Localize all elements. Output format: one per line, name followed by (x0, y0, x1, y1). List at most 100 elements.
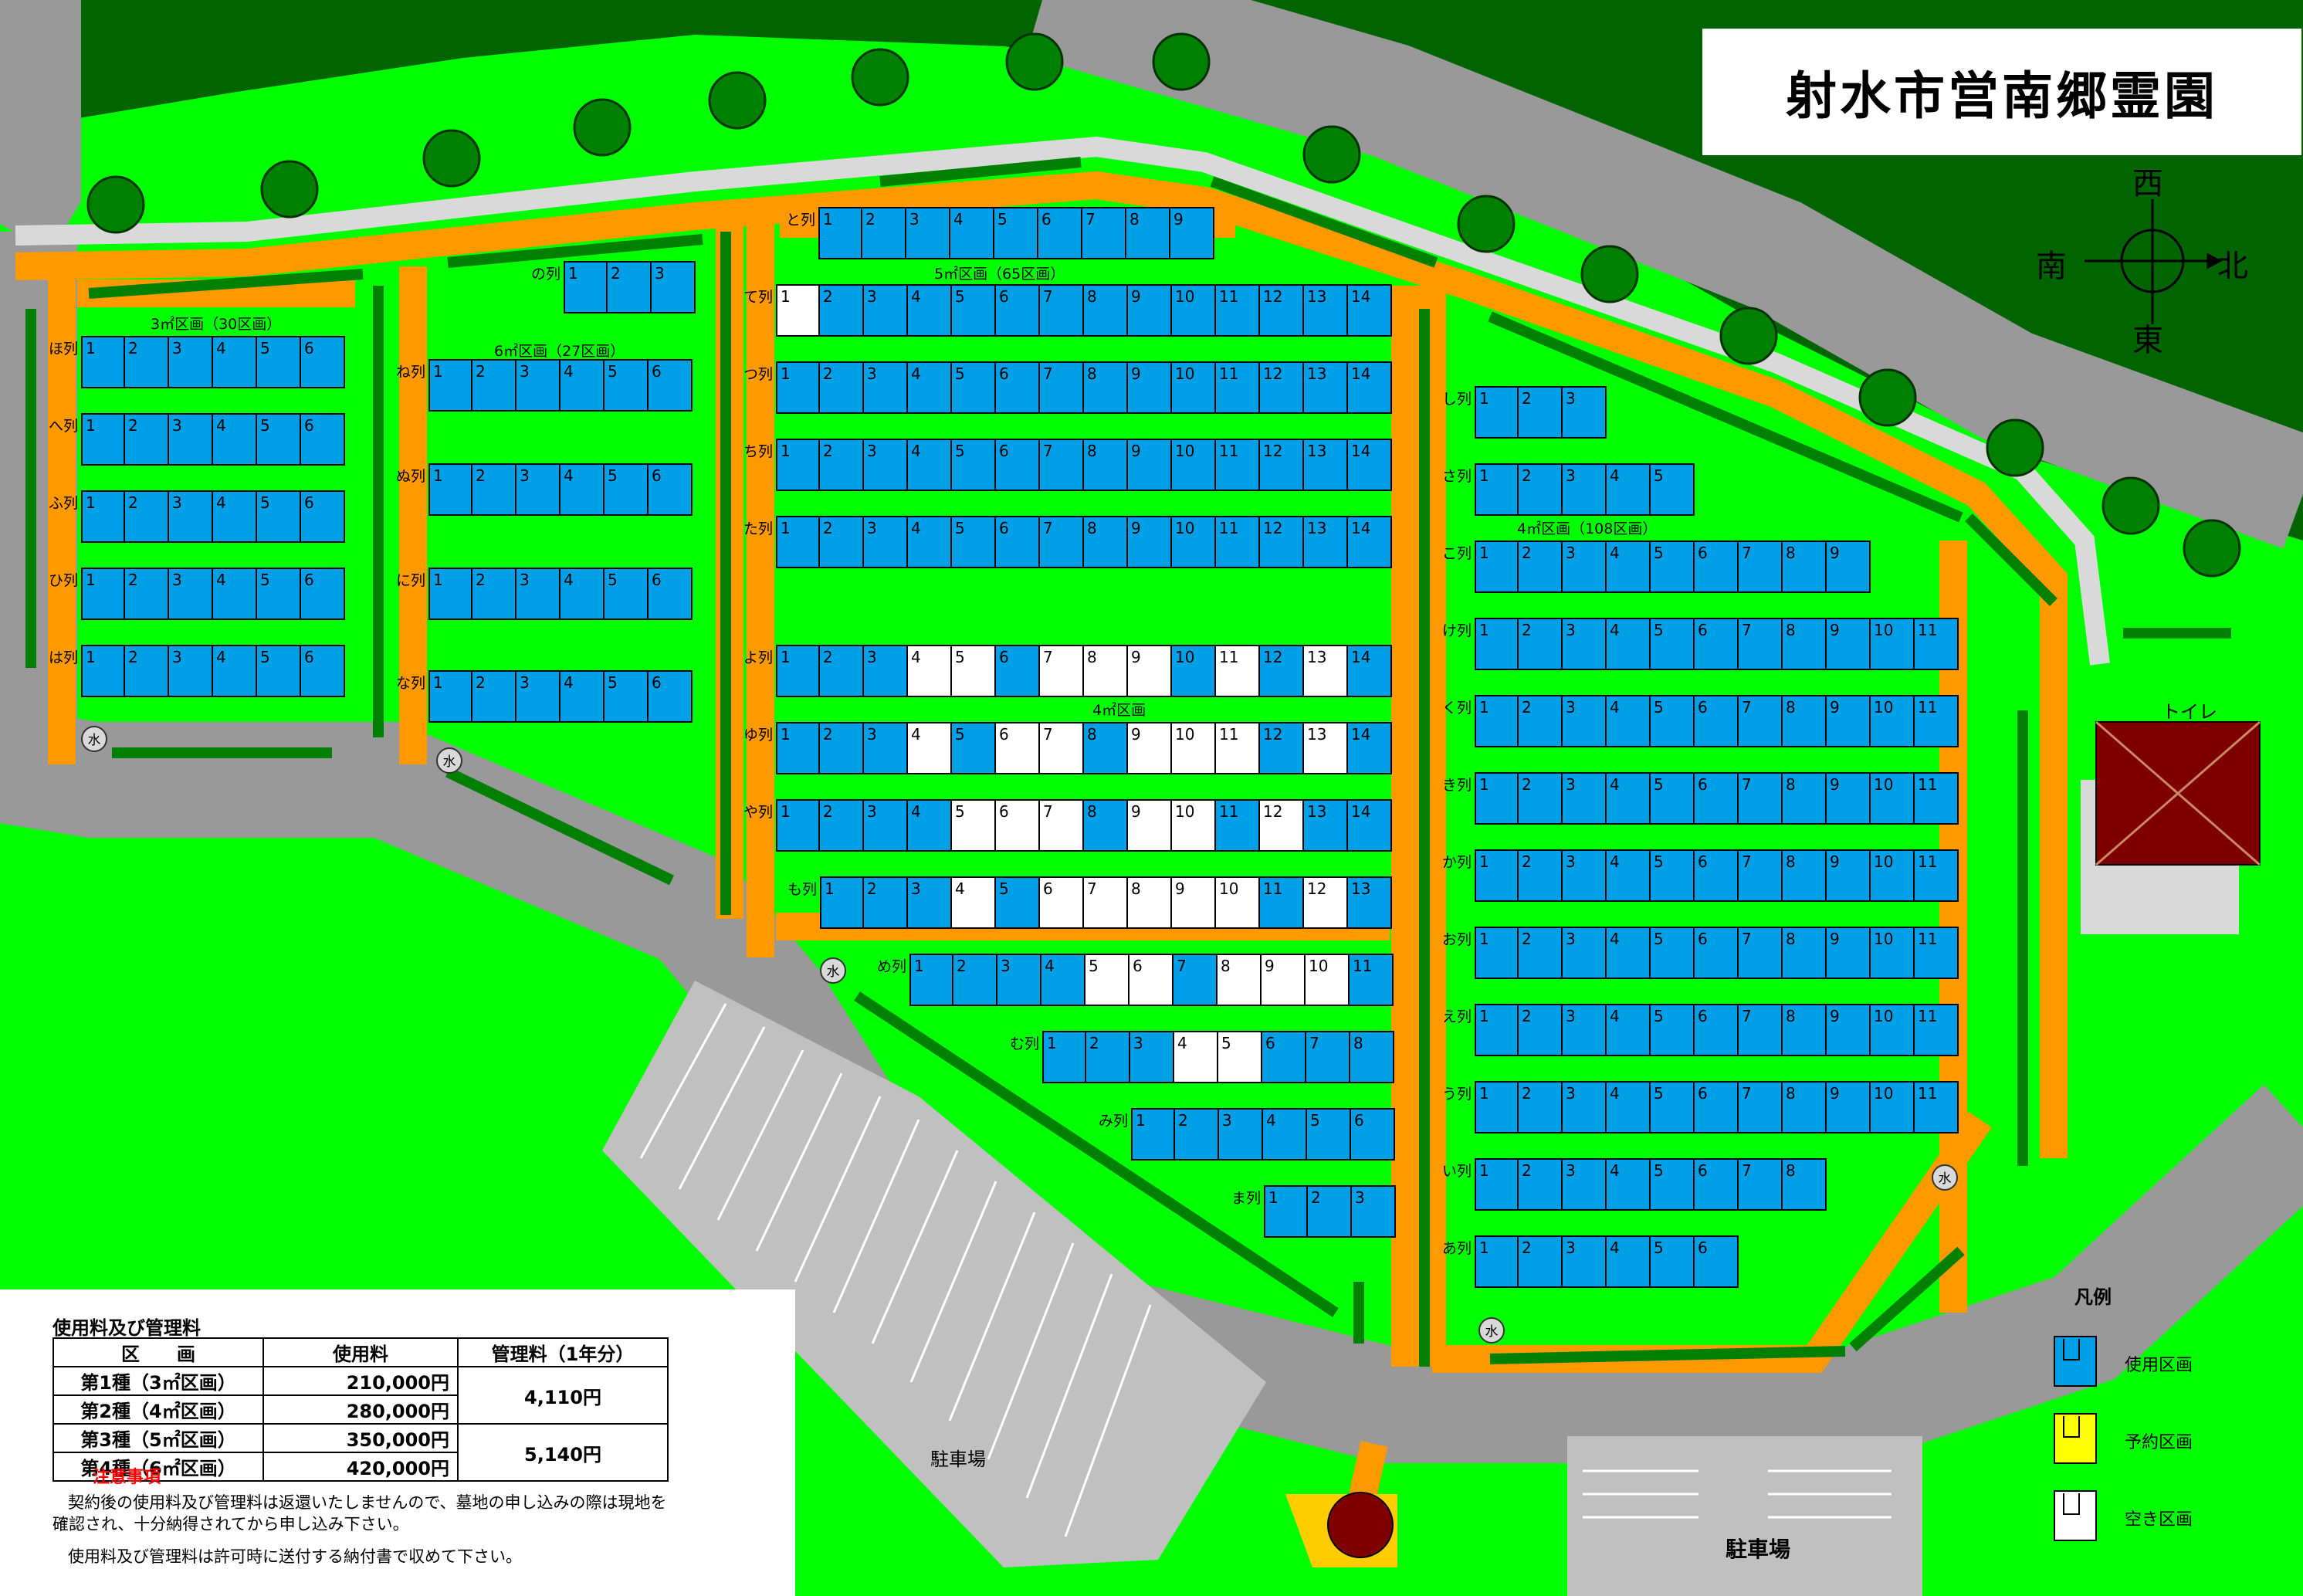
plot-used[interactable]: 1 (1042, 1031, 1086, 1083)
plot-used[interactable]: 4 (213, 413, 257, 466)
plot-used[interactable]: 9 (1827, 927, 1871, 979)
plot-used[interactable]: 5 (1307, 1108, 1351, 1161)
plot-used[interactable]: 12 (1260, 439, 1304, 491)
plot-vacant[interactable]: 13 (1304, 722, 1348, 774)
plot-used[interactable]: 6 (301, 490, 345, 543)
plot-used[interactable]: 1 (428, 568, 472, 620)
plot-used[interactable]: 1 (1131, 1108, 1175, 1161)
plot-used[interactable]: 3 (1219, 1108, 1263, 1161)
plot-vacant[interactable]: 7 (1040, 799, 1084, 852)
plot-used[interactable]: 5 (952, 722, 996, 774)
plot-used[interactable]: 1 (1475, 1004, 1519, 1056)
plot-vacant[interactable]: 9 (1128, 799, 1172, 852)
plot-vacant[interactable]: 10 (1216, 876, 1260, 929)
plot-used[interactable]: 4 (213, 568, 257, 620)
plot-used[interactable]: 13 (1304, 516, 1348, 568)
plot-vacant[interactable]: 10 (1172, 799, 1216, 852)
plot-used[interactable]: 1 (909, 954, 953, 1006)
plot-vacant[interactable]: 9 (1128, 645, 1172, 697)
plot-used[interactable]: 6 (996, 645, 1040, 697)
plot-used[interactable]: 3 (1563, 772, 1607, 825)
plot-used[interactable]: 4 (1041, 954, 1085, 1006)
plot-vacant[interactable]: 12 (1260, 799, 1304, 852)
plot-used[interactable]: 3 (908, 876, 952, 929)
plot-used[interactable]: 8 (1126, 207, 1170, 259)
plot-used[interactable]: 6 (301, 413, 345, 466)
plot-used[interactable]: 6 (301, 568, 345, 620)
plot-used[interactable]: 1 (1475, 463, 1519, 516)
plot-used[interactable]: 6 (1695, 1235, 1739, 1288)
plot-used[interactable]: 11 (1216, 799, 1260, 852)
plot-used[interactable]: 5 (952, 284, 996, 337)
plot-used[interactable]: 3 (864, 361, 908, 414)
plot-used[interactable]: 11 (1915, 849, 1959, 902)
plot-used[interactable]: 1 (1475, 540, 1519, 593)
plot-vacant[interactable]: 8 (1084, 645, 1128, 697)
plot-used[interactable]: 2 (864, 876, 908, 929)
plot-used[interactable]: 14 (1348, 439, 1392, 491)
plot-used[interactable]: 10 (1172, 645, 1216, 697)
plot-used[interactable]: 9 (1128, 439, 1172, 491)
plot-used[interactable]: 11 (1915, 1081, 1959, 1133)
plot-used[interactable]: 6 (1695, 1081, 1739, 1133)
plot-used[interactable]: 8 (1084, 799, 1128, 852)
plot-used[interactable]: 5 (996, 876, 1040, 929)
plot-used[interactable]: 7 (1739, 540, 1783, 593)
plot-used[interactable]: 3 (516, 463, 561, 516)
plot-used[interactable]: 8 (1084, 361, 1128, 414)
plot-used[interactable]: 1 (776, 361, 820, 414)
plot-used[interactable]: 8 (1350, 1031, 1394, 1083)
plot-used[interactable]: 9 (1827, 618, 1871, 670)
plot-used[interactable]: 2 (1519, 849, 1563, 902)
plot-used[interactable]: 3 (516, 359, 561, 412)
plot-used[interactable]: 14 (1348, 645, 1392, 697)
plot-used[interactable]: 13 (1304, 284, 1348, 337)
plot-used[interactable]: 10 (1871, 772, 1915, 825)
plot-used[interactable]: 2 (1519, 695, 1563, 747)
plot-used[interactable]: 10 (1871, 618, 1915, 670)
plot-used[interactable]: 6 (1695, 618, 1739, 670)
plot-used[interactable]: 2 (1519, 540, 1563, 593)
plot-used[interactable]: 2 (862, 207, 906, 259)
plot-used[interactable]: 5 (1651, 1158, 1695, 1211)
plot-used[interactable]: 2 (820, 439, 864, 491)
plot-used[interactable]: 5 (1651, 1004, 1695, 1056)
plot-used[interactable]: 4 (1607, 463, 1651, 516)
plot-used[interactable]: 6 (996, 516, 1040, 568)
plot-used[interactable]: 2 (1519, 772, 1563, 825)
plot-used[interactable]: 14 (1348, 722, 1392, 774)
plot-used[interactable]: 2 (1519, 1081, 1563, 1133)
plot-used[interactable]: 3 (169, 568, 213, 620)
plot-used[interactable]: 2 (125, 336, 169, 388)
plot-used[interactable]: 7 (1739, 927, 1783, 979)
plot-used[interactable]: 5 (605, 359, 649, 412)
plot-used[interactable]: 10 (1172, 439, 1216, 491)
plot-used[interactable]: 4 (1607, 1081, 1651, 1133)
plot-vacant[interactable]: 9 (1172, 876, 1216, 929)
plot-vacant[interactable]: 8 (1218, 954, 1262, 1006)
plot-used[interactable]: 14 (1348, 361, 1392, 414)
plot-used[interactable]: 11 (1915, 772, 1959, 825)
plot-used[interactable]: 8 (1783, 849, 1827, 902)
plot-used[interactable]: 5 (257, 413, 301, 466)
plot-used[interactable]: 1 (1475, 618, 1519, 670)
plot-used[interactable]: 1 (1475, 1235, 1519, 1288)
plot-used[interactable]: 1 (776, 645, 820, 697)
plot-used[interactable]: 11 (1260, 876, 1304, 929)
plot-used[interactable]: 11 (1915, 695, 1959, 747)
plot-used[interactable]: 2 (953, 954, 997, 1006)
plot-used[interactable]: 5 (257, 336, 301, 388)
plot-used[interactable]: 3 (1563, 463, 1607, 516)
plot-used[interactable]: 8 (1783, 927, 1827, 979)
plot-used[interactable]: 10 (1172, 361, 1216, 414)
plot-used[interactable]: 5 (257, 490, 301, 543)
plot-vacant[interactable]: 4 (908, 722, 952, 774)
plot-used[interactable]: 5 (605, 463, 649, 516)
plot-used[interactable]: 7 (1739, 1081, 1783, 1133)
plot-used[interactable]: 2 (125, 645, 169, 697)
plot-used[interactable]: 5 (1651, 1235, 1695, 1288)
plot-used[interactable]: 9 (1128, 284, 1172, 337)
plot-used[interactable]: 9 (1128, 361, 1172, 414)
plot-vacant[interactable]: 5 (1218, 1031, 1262, 1083)
plot-used[interactable]: 11 (1216, 439, 1260, 491)
